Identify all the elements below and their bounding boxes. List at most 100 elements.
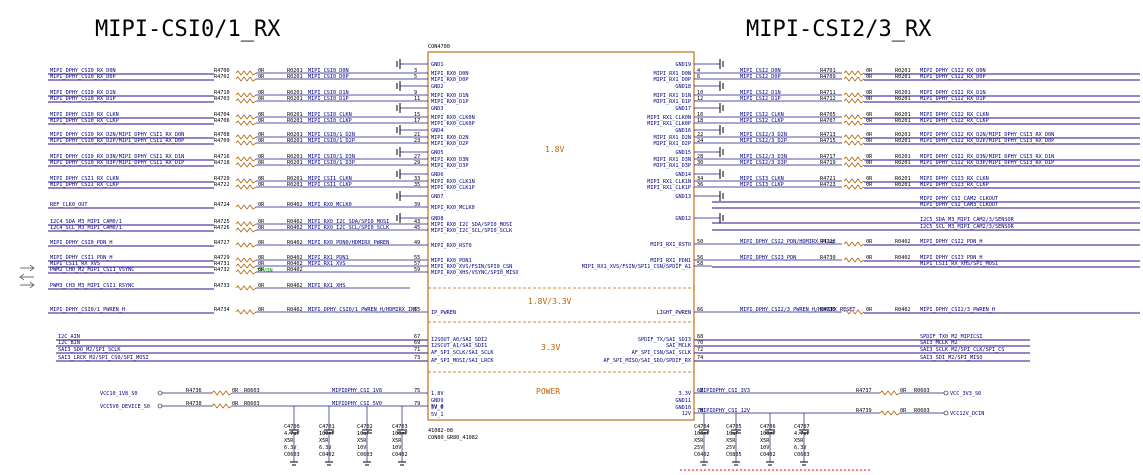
resistor-symbol: [211, 403, 233, 409]
right-res-pkg: R0201: [895, 96, 911, 102]
left-res-value: 0R: [258, 74, 265, 80]
cap-label: 10V: [392, 445, 401, 451]
left-res-value: 0R: [258, 68, 265, 74]
left-pin-number: 17: [414, 118, 420, 124]
right-pin-number: 4: [697, 68, 700, 74]
left-pin-number: 59: [414, 267, 420, 273]
right-pin-name: MIPI_RX1_RST0: [650, 242, 691, 248]
right-res-value: 0R: [866, 138, 873, 144]
power-left-pin: 79: [414, 401, 420, 407]
cap-label: C0402: [694, 452, 710, 458]
audio-right-pin: 74: [697, 355, 703, 361]
section-label-1v8: 1.8V: [545, 145, 564, 154]
left-res-pkg: R0201: [287, 74, 303, 80]
right-pin-name: LIGHT_PWREN: [657, 310, 691, 316]
resistor-symbol: [235, 178, 257, 184]
left-pin-name: MIPI_RX0_PDN1: [431, 258, 472, 264]
left-net-label: MIPI_DPHY_CSI0/1_PWREN_H: [50, 307, 125, 313]
audio-right-net: SAI3_SDI_M2/SPI_MISO: [920, 355, 982, 361]
left-res-value: 0R: [258, 176, 265, 182]
cap-label: C0402: [760, 452, 776, 458]
left-res-ref: R4702: [214, 74, 230, 80]
left-pin-number: 57: [414, 261, 420, 267]
power-left-pinname: 1.8V: [431, 391, 444, 397]
left-pin-number: 11: [414, 96, 420, 102]
right-out-label: MIPI_CSI3_CLKP: [740, 182, 784, 188]
cap-label: 100nF: [392, 431, 408, 437]
right-out-label: MIPI_CSI2_D1P: [740, 96, 781, 102]
left-pin-name: MIPI_RX0_D3P: [431, 163, 468, 169]
left-gnd-name: GND1: [431, 62, 444, 68]
resistor-symbol: [843, 140, 865, 146]
right-res-value: 0R: [866, 182, 873, 188]
left-res-ref: R4718: [214, 160, 230, 166]
power-left-extra-pin: 5V_0: [431, 405, 444, 411]
left-res-pkg: R0201: [287, 160, 303, 166]
left-net-label: MIPI_CSI1_RX_XVS: [50, 261, 100, 267]
left-pin-number: 29: [414, 160, 420, 166]
right-net-label: I2C5_SDA_M3_MIPI_CAM2/3/SENSOR: [920, 217, 1015, 223]
resistor-symbol: [843, 114, 865, 120]
left-res-pkg: R0402: [287, 267, 303, 273]
right-res-ref: R4701: [820, 68, 836, 74]
left-res-pkg: R0402: [287, 240, 303, 246]
connector-ref: CON4700: [428, 44, 450, 50]
cap-label: 10uF: [726, 431, 739, 437]
left-pin-number: 3: [414, 68, 417, 74]
connector-body: [427, 51, 695, 421]
right-pin-number: 24: [697, 138, 703, 144]
right-res-ref: R4721: [820, 176, 836, 182]
resistor-symbol: [235, 70, 257, 76]
right-out-label: MIPI_DPHY_CSI2/3_PWREN_H/HDMIRX_RESET: [740, 307, 856, 313]
left-gnd-name: GND3: [431, 106, 444, 112]
left-gnd-name: GND6: [431, 172, 444, 178]
left-net-label: REF_CLK0_OUT: [50, 202, 87, 208]
left-res-value: 0R: [258, 112, 265, 118]
audio-left-pin: 69: [414, 340, 420, 346]
cap-label: C4706: [760, 424, 776, 430]
left-net-label: MIPI_DPHY_CSI0_RX_D2N/MIPI_DPHY_CSI1_RX_…: [50, 132, 184, 138]
right-pin-number: 58: [697, 261, 703, 267]
right-out-label: MIPI_CSI2_CLKP: [740, 118, 784, 124]
resistor-symbol: [879, 390, 901, 396]
power-right-pinname: 3.3V: [679, 391, 692, 397]
left-res-value: 0R: [258, 90, 265, 96]
left-pin-number: 49: [414, 240, 420, 246]
resistor-symbol: [235, 156, 257, 162]
resistor-symbol: [235, 204, 257, 210]
right-res-value: 0R: [866, 90, 873, 96]
left-out-label: MIPI_CSI1_CLKN: [308, 176, 352, 182]
right-pin-number: 18: [697, 118, 703, 124]
left-res-pkg: R0201: [287, 138, 303, 144]
cap-label: 100nF: [694, 431, 710, 437]
left-out-label: MIPI_CSI0_D1N: [308, 90, 349, 96]
left-pin-number: 5: [414, 74, 417, 80]
resistor-symbol: [843, 257, 865, 263]
cap-label: C4703: [392, 424, 408, 430]
right-res-value: 0R: [866, 118, 873, 124]
right-out-label: MIPI_CSI3_CLKN: [740, 176, 784, 182]
right-res-pkg: R0201: [895, 154, 911, 160]
right-gnd-name: GND12: [675, 216, 691, 222]
left-out-label: MIPI_CSI0_D1P: [308, 96, 349, 102]
left-pin-name: MIPI_RX0_CLK1P: [431, 185, 475, 191]
right-res-pkg: R0201: [895, 138, 911, 144]
power-right-pin: 78: [697, 408, 703, 414]
right-res-ref: R4712: [820, 96, 836, 102]
power-left-out: MIPIDPHY_CSI_1V8: [332, 388, 382, 394]
power-left-pkg: R0603: [244, 401, 260, 407]
connector-package: 41082-08: [428, 428, 453, 434]
section-label-1v8-3v3: 1.8V/3.3V: [528, 297, 572, 306]
cap-label: C0402: [319, 452, 335, 458]
right-res-value: 0R: [866, 307, 873, 313]
left-out-label: MIPI_CSI0/1_D2N: [308, 132, 355, 138]
left-res-ref: R4726: [214, 225, 230, 231]
right-res-pkg: R0201: [895, 160, 911, 166]
left-net-label: PWM2_CH0_M2_MIPI_CSI1_VSYNC: [50, 267, 134, 273]
left-res-value: 0R: [258, 267, 265, 273]
resistor-symbol: [235, 285, 257, 291]
resistor-symbol: [235, 134, 257, 140]
right-pin-name: MIPI_RX1_CLK1P: [647, 185, 691, 191]
right-net-label: MIPI_DPHY_CSI2_RX_CLKP: [920, 118, 989, 124]
